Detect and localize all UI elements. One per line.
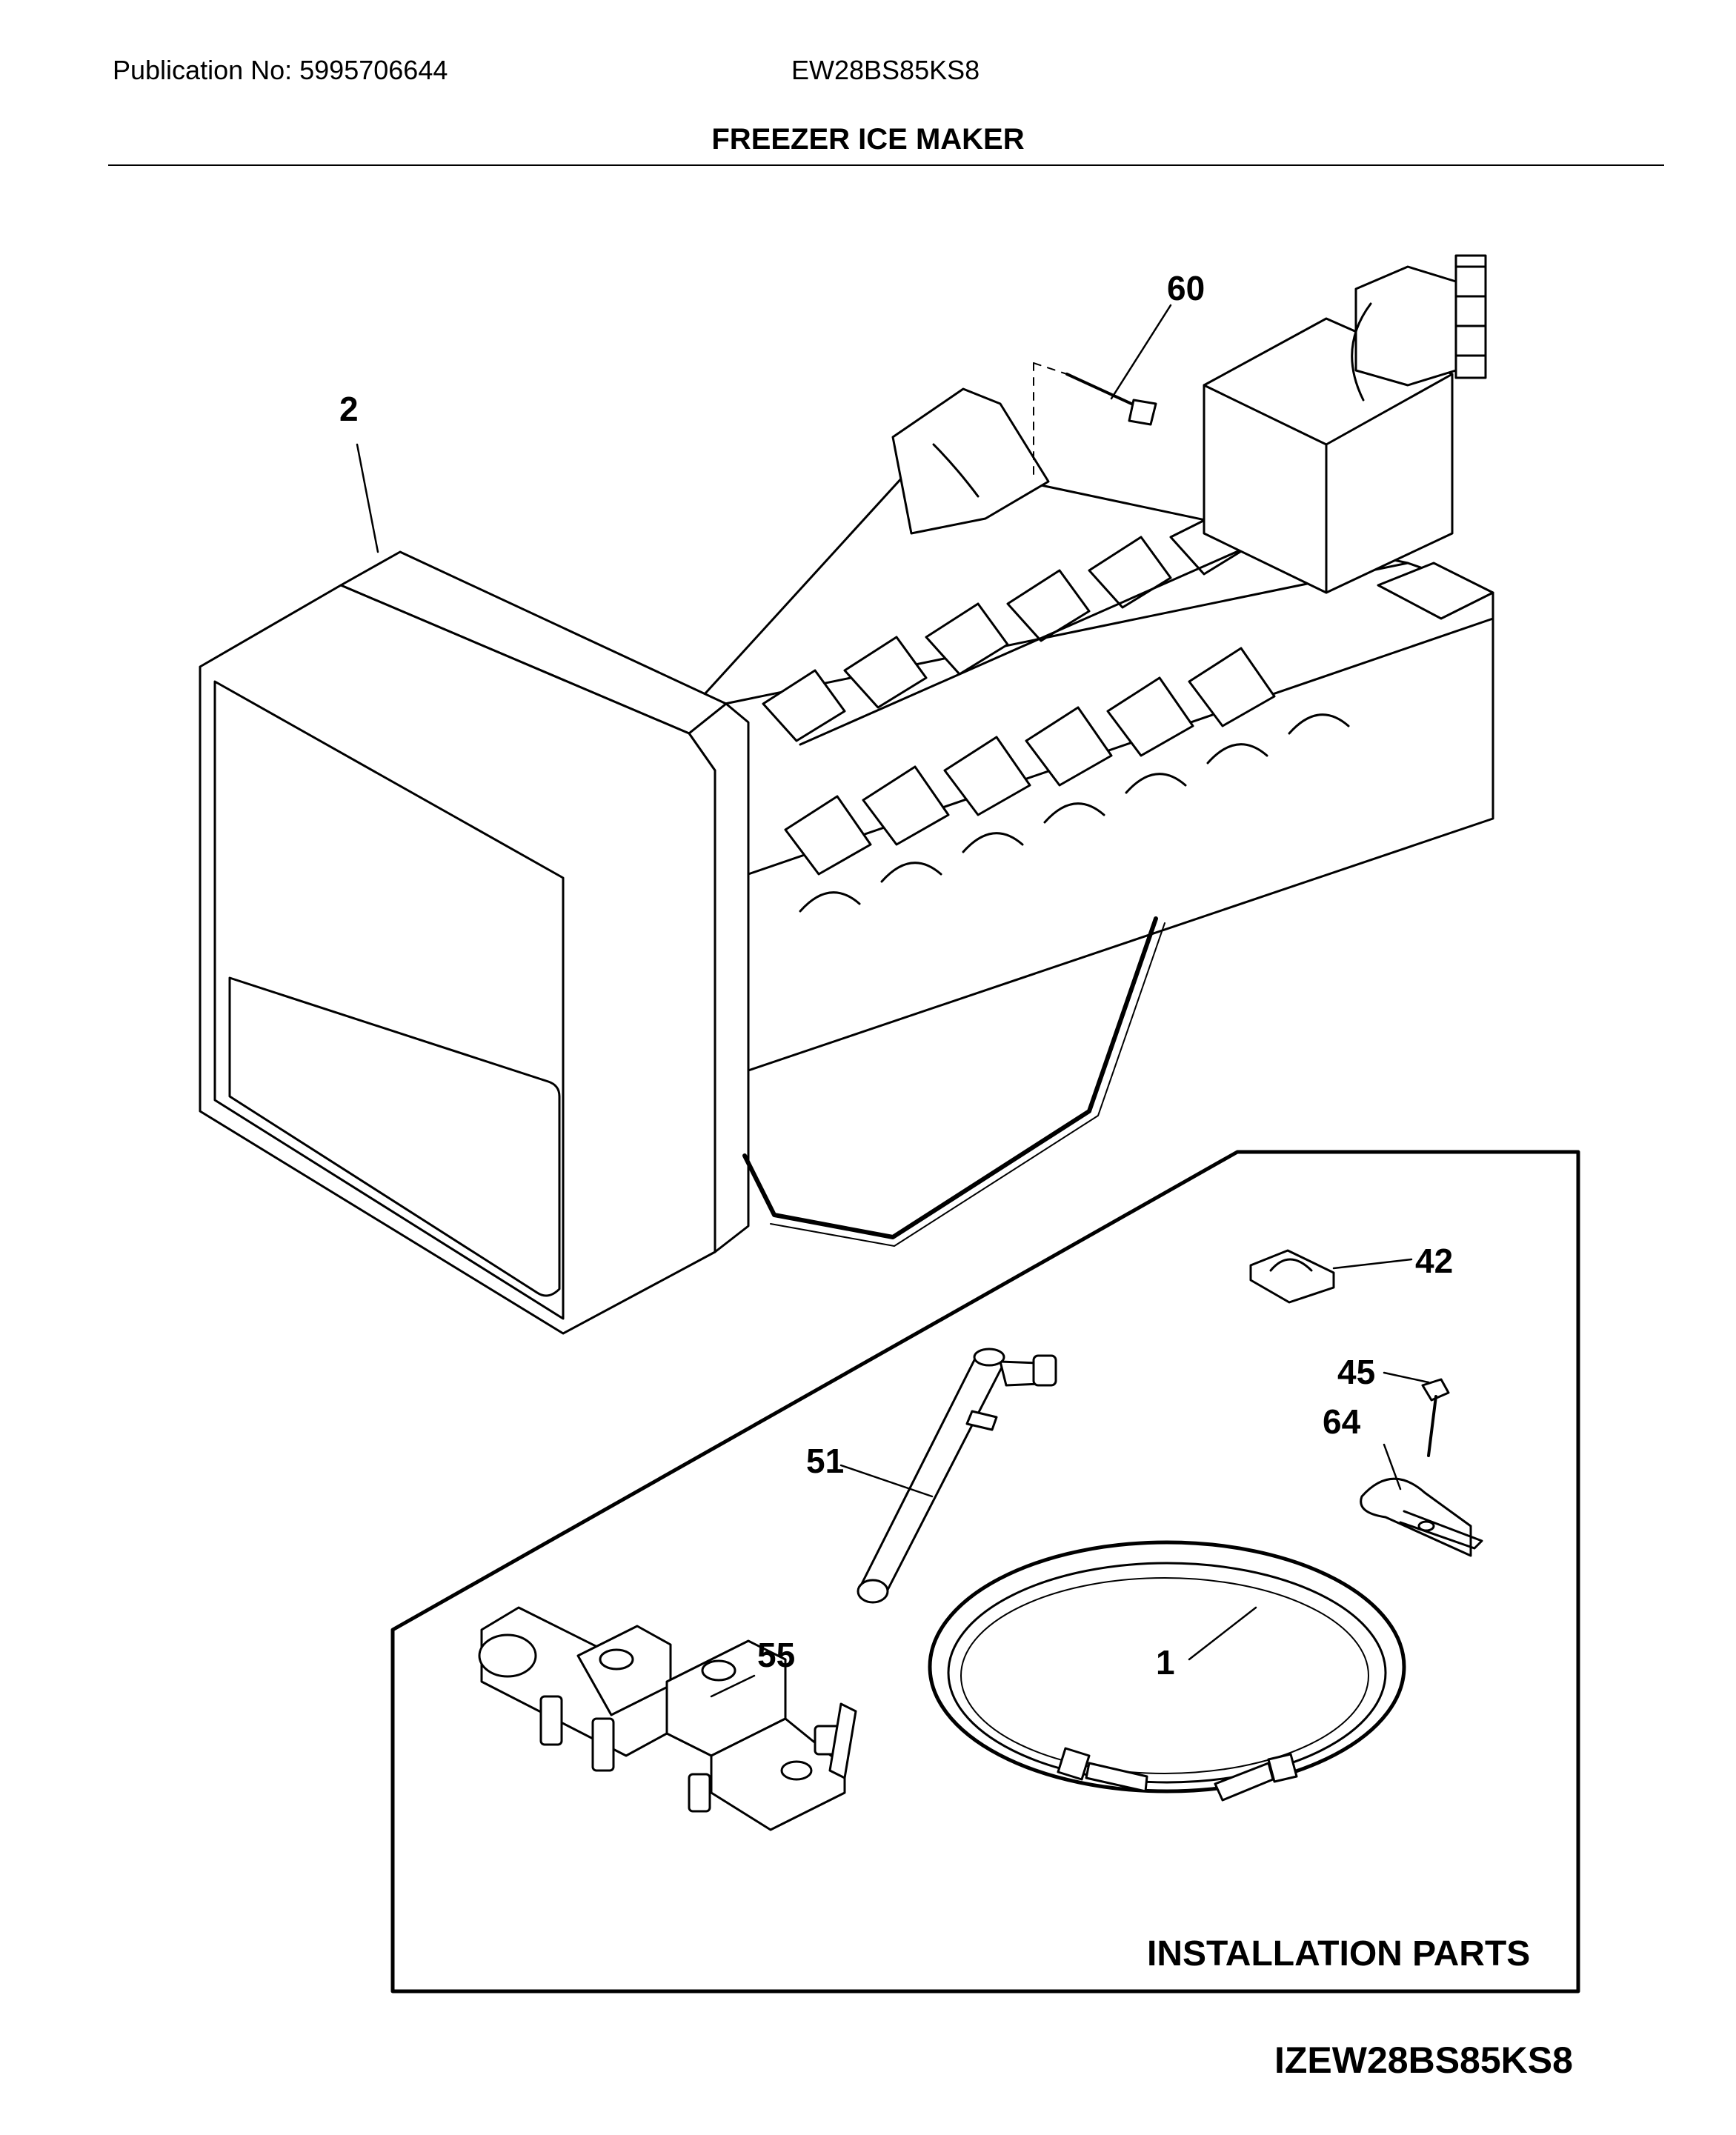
- callout-2: 2: [339, 390, 359, 428]
- page-title: FREEZER ICE MAKER: [711, 123, 1025, 156]
- callout-45: 45: [1337, 1353, 1375, 1391]
- clip-42: [1249, 1249, 1335, 1304]
- clamp-64: [1360, 1477, 1483, 1557]
- water-valve-55: [478, 1606, 857, 1831]
- screw-60: [1033, 362, 1157, 475]
- callout-55: 55: [757, 1636, 795, 1674]
- installation-parts-box: [390, 1150, 1580, 1994]
- model-number: EW28BS85KS8: [791, 55, 980, 85]
- installation-parts-label: INSTALLATION PARTS: [1147, 1934, 1531, 1974]
- tube-51: [857, 1348, 1057, 1604]
- callout-1: 1: [1156, 1643, 1175, 1682]
- ice-maker-assembly: [199, 254, 1494, 1335]
- screw-45: [1421, 1378, 1450, 1457]
- callout-60: 60: [1167, 269, 1205, 307]
- leader-lines: [356, 304, 1430, 1698]
- callout-42: 42: [1415, 1242, 1453, 1280]
- diagram-code: IZEW28BS85KS8: [1274, 2039, 1573, 2081]
- callout-64: 64: [1323, 1402, 1361, 1441]
- callout-labels: 60 2 42 45 64 51 55 1: [339, 269, 1453, 1682]
- header-divider: [108, 164, 1664, 166]
- callout-51: 51: [806, 1442, 844, 1480]
- publication-number: Publication No: 5995706644: [113, 55, 448, 85]
- water-line-1: [928, 1540, 1406, 1802]
